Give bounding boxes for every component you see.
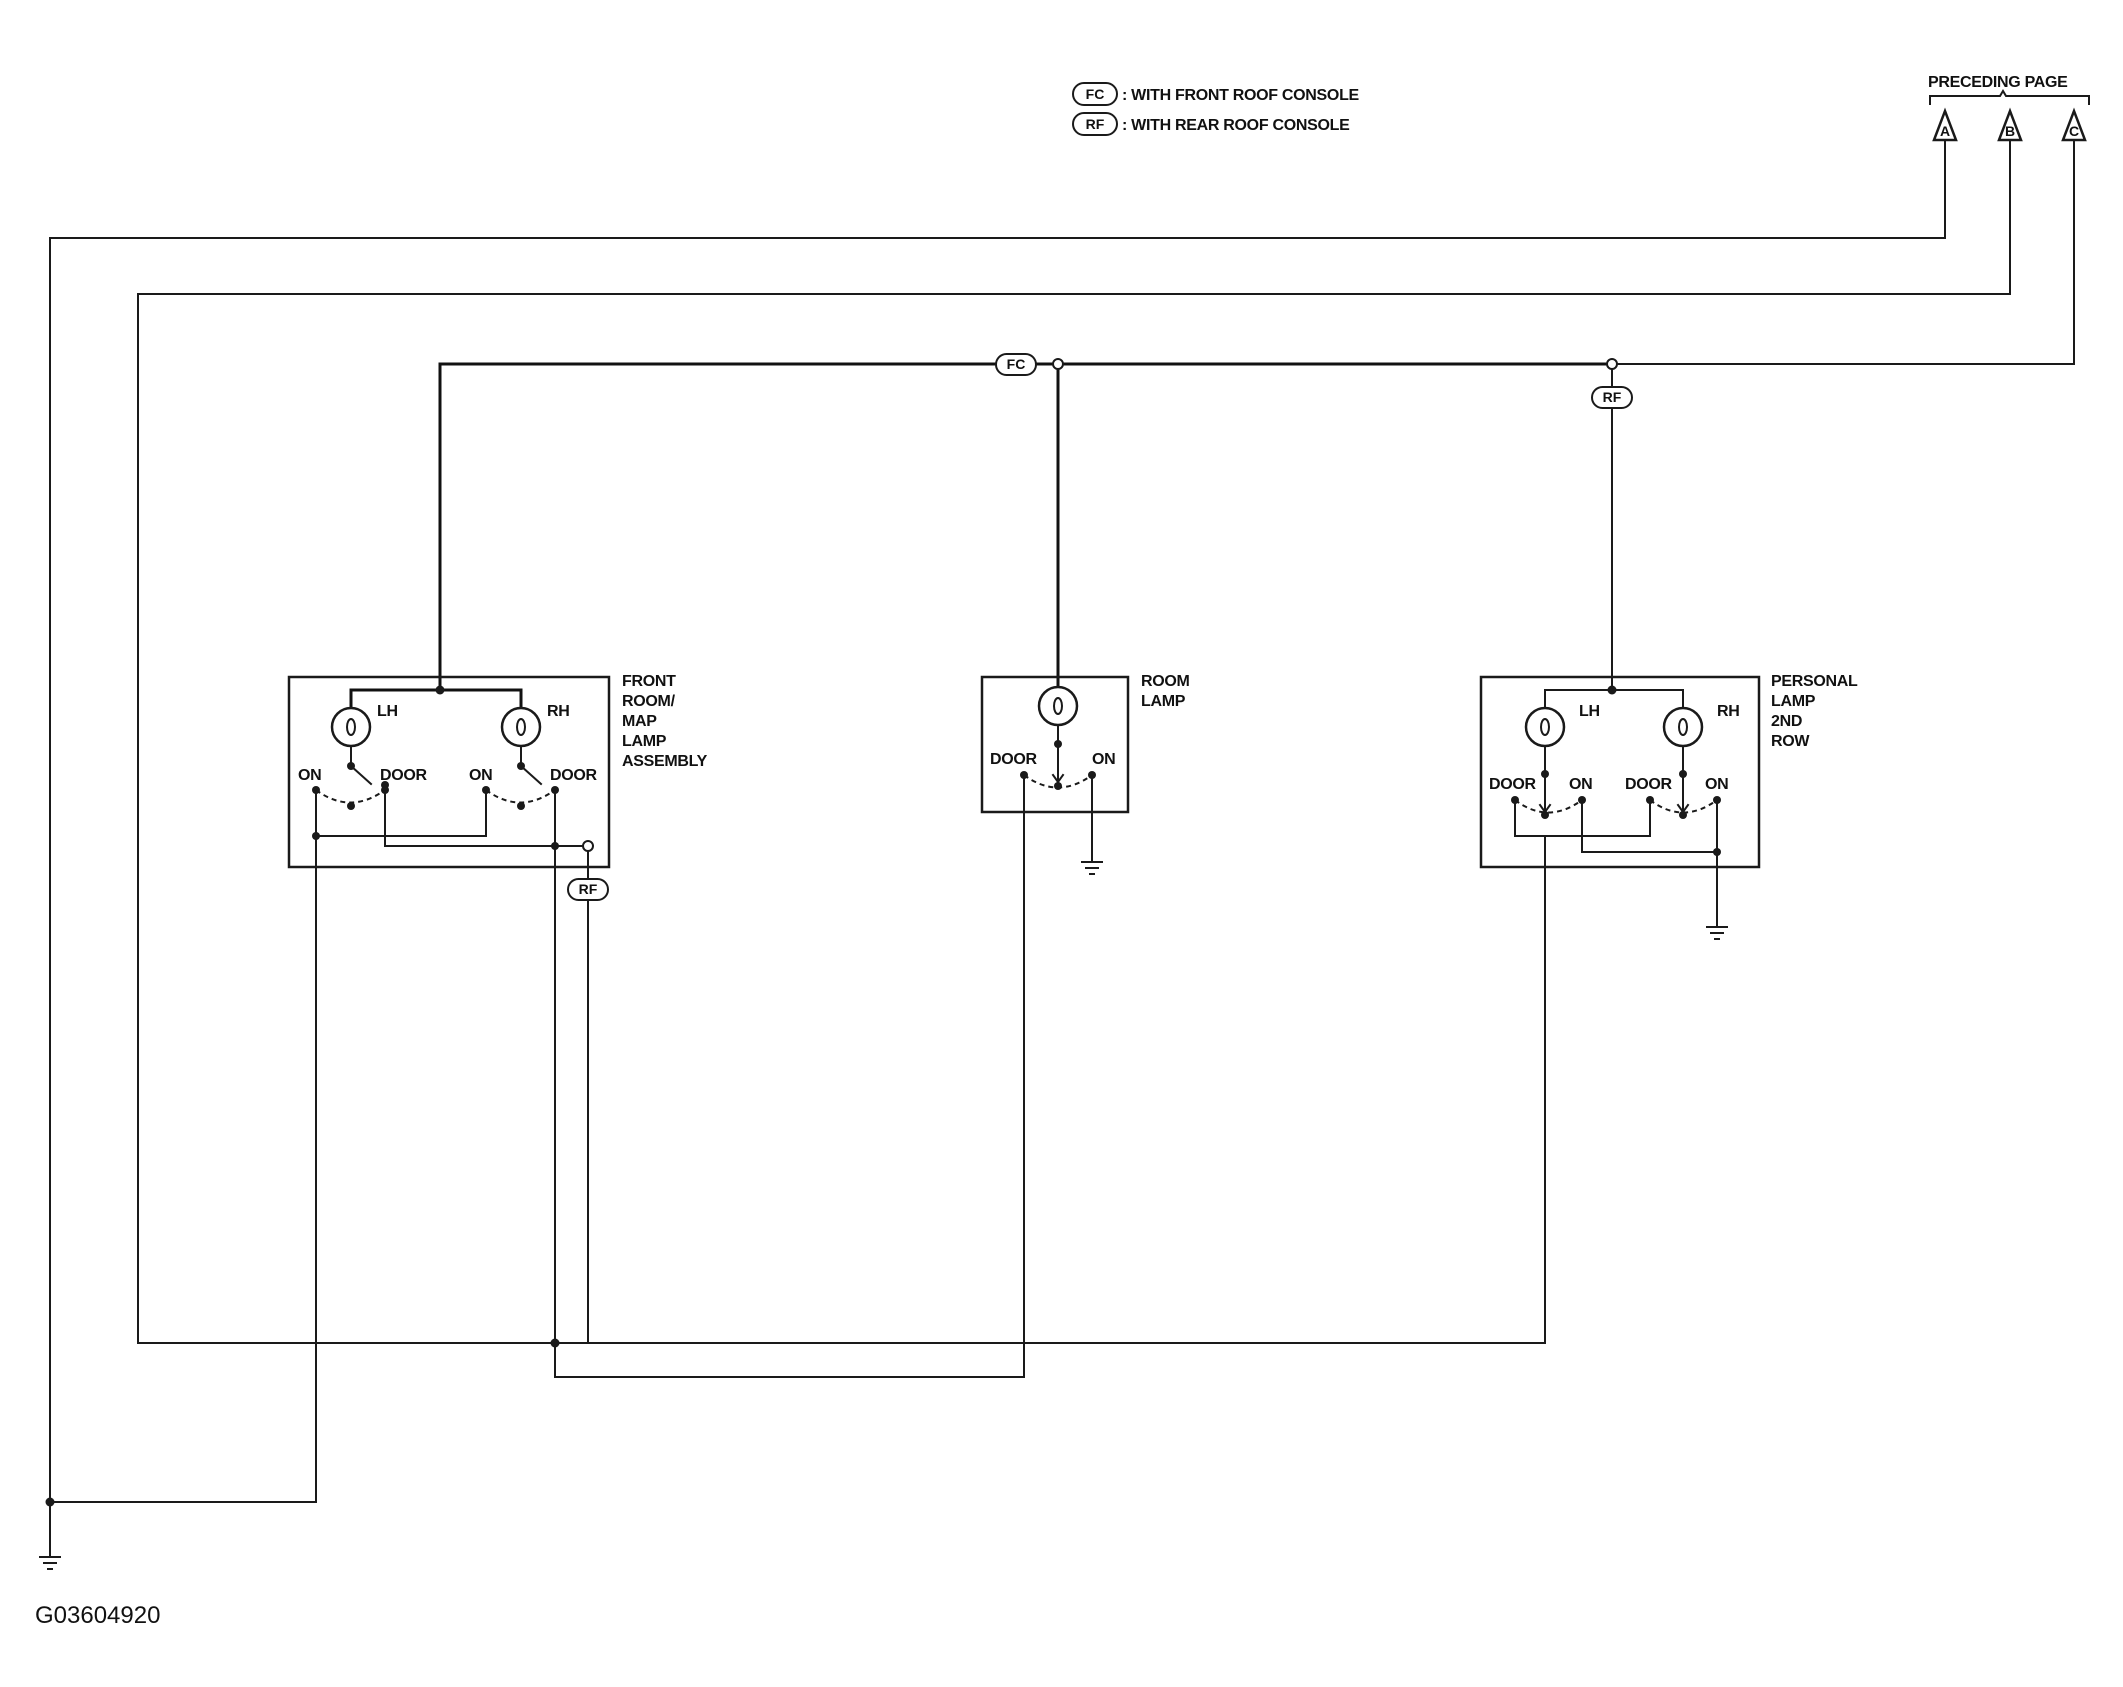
room-lamp-bulb-icon bbox=[1037, 685, 1079, 727]
preceding-page-title: PRECEDING PAGE bbox=[1928, 74, 2068, 91]
wire-a bbox=[49, 139, 1946, 1556]
connector-b: B bbox=[1997, 107, 2023, 142]
personal-sw-door-2: DOOR bbox=[1625, 776, 1673, 793]
wire-c-fc-left bbox=[438, 362, 996, 689]
wire-b bbox=[137, 139, 2011, 1344]
inline-tag-fc: FC bbox=[995, 353, 1037, 376]
personal-lh-bulb-icon bbox=[1524, 706, 1566, 748]
front-sw-on-2: ON bbox=[469, 767, 492, 784]
room-lamp-sw-door: DOOR bbox=[990, 751, 1038, 768]
svg-text:RF: RF bbox=[1603, 389, 1622, 405]
connector-a-label: A bbox=[1940, 123, 1950, 139]
personal-lamp-name-3: 2ND bbox=[1771, 713, 1802, 730]
personal-lh-label: LH bbox=[1579, 703, 1600, 720]
personal-lamp-name-1: PERSONAL bbox=[1771, 673, 1858, 690]
front-sw-on-1: ON bbox=[298, 767, 321, 784]
front-lh-bulb-icon bbox=[330, 706, 372, 748]
front-room-map-lamp-assembly: FRONT ROOM/ MAP LAMP ASSEMBLY LH RH ON D… bbox=[287, 673, 708, 880]
personal-sw-on-1: ON bbox=[1569, 776, 1592, 793]
legend: FC : WITH FRONT ROOF CONSOLE RF : WITH R… bbox=[1072, 82, 1360, 136]
junctions bbox=[45, 358, 1618, 1507]
front-sw-door-1: DOOR bbox=[380, 767, 428, 784]
room-lamp-name-1: ROOM bbox=[1141, 673, 1190, 690]
preceding-page-bracket bbox=[1929, 89, 2090, 105]
legend-rf-code: RF bbox=[1086, 116, 1105, 132]
inline-tag-rf-front: RF bbox=[567, 878, 609, 901]
personal-rh-label: RH bbox=[1717, 703, 1740, 720]
personal-sw-on-2: ON bbox=[1705, 776, 1728, 793]
front-lamp-name-4: LAMP bbox=[622, 733, 667, 750]
front-lamp-name-3: MAP bbox=[622, 713, 657, 730]
legend-fc-text: : WITH FRONT ROOF CONSOLE bbox=[1122, 87, 1360, 104]
connector-a: A bbox=[1932, 107, 1958, 142]
wire-room-door bbox=[554, 782, 1025, 1378]
svg-text:RF: RF bbox=[579, 881, 598, 897]
connector-b-label: B bbox=[2005, 123, 2015, 139]
front-lamp-name-1: FRONT bbox=[622, 673, 676, 690]
legend-fc: FC : WITH FRONT ROOF CONSOLE bbox=[1072, 82, 1360, 106]
front-rh-bulb-icon bbox=[500, 706, 542, 748]
front-rh-label: RH bbox=[547, 703, 570, 720]
personal-lamp-2nd-row: PERSONAL LAMP 2ND ROW LH RH DOOR ON DOOR… bbox=[1479, 673, 1858, 940]
connector-c-label: C bbox=[2069, 123, 2079, 139]
connector-c: C bbox=[2061, 107, 2087, 142]
personal-rh-bulb-icon bbox=[1662, 706, 1704, 748]
front-lamp-name-5: ASSEMBLY bbox=[622, 753, 708, 770]
personal-sw-door-1: DOOR bbox=[1489, 776, 1537, 793]
legend-fc-code: FC bbox=[1086, 86, 1105, 102]
front-lh-label: LH bbox=[377, 703, 398, 720]
legend-rf: RF : WITH REAR ROOF CONSOLE bbox=[1072, 112, 1350, 136]
wires bbox=[49, 139, 2075, 1556]
room-lamp-name-2: LAMP bbox=[1141, 693, 1186, 710]
inline-tag-rf-top: RF bbox=[1591, 386, 1633, 409]
preceding-page: PRECEDING PAGE A B C bbox=[1928, 74, 2090, 142]
legend-rf-text: : WITH REAR ROOF CONSOLE bbox=[1122, 117, 1350, 134]
personal-lamp-name-2: LAMP bbox=[1771, 693, 1816, 710]
front-sw-door-2: DOOR bbox=[550, 767, 598, 784]
personal-lamp-ground-icon bbox=[1706, 926, 1728, 940]
main-ground-icon bbox=[39, 1556, 61, 1570]
room-lamp-sw-on: ON bbox=[1092, 751, 1115, 768]
wire-front-lh-ground bbox=[49, 835, 317, 1503]
diagram-id: G03604920 bbox=[35, 1602, 160, 1629]
personal-lamp-name-4: ROW bbox=[1771, 733, 1810, 750]
wire-c bbox=[1611, 139, 2075, 365]
room-lamp: ROOM LAMP DOOR ON bbox=[980, 673, 1190, 875]
svg-text:FC: FC bbox=[1007, 356, 1026, 372]
front-lamp-name-2: ROOM/ bbox=[622, 693, 676, 710]
room-lamp-ground-icon bbox=[1081, 861, 1103, 875]
